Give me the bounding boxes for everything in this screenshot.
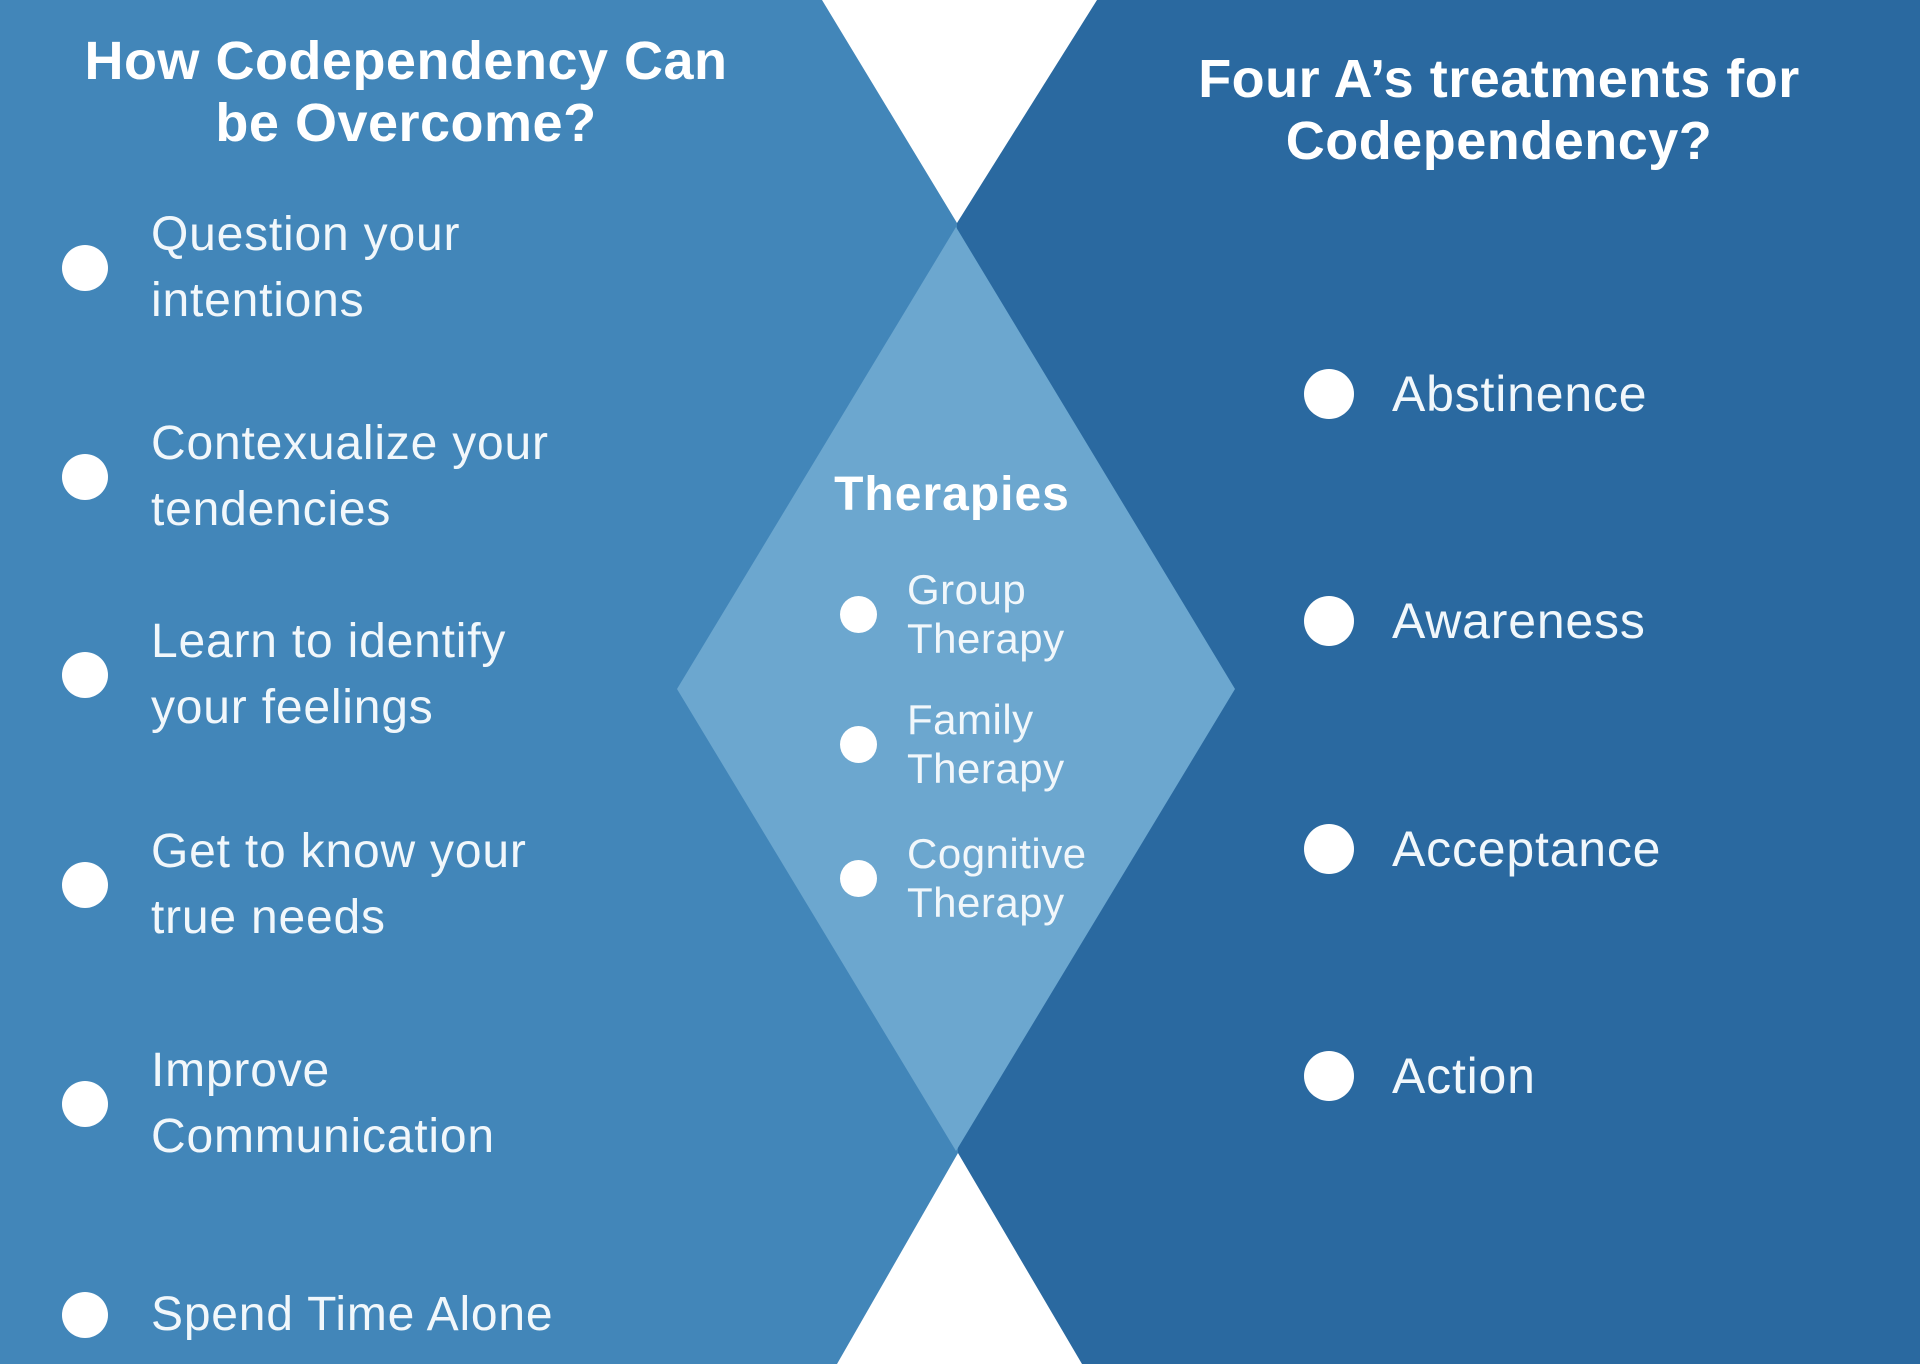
bullet-icon [1304, 824, 1354, 874]
list-item-label: Awareness [1392, 593, 1646, 649]
list-item-label: Acceptance [1392, 821, 1662, 877]
right-panel-shape [957, 0, 1920, 1364]
bullet-icon [1304, 369, 1354, 419]
bullet-icon [1304, 596, 1354, 646]
list-item: Get to know your true needs [62, 819, 622, 951]
bullet-icon [840, 725, 877, 763]
list-item-label: Get to know your true needs [151, 825, 527, 944]
bullet-icon [62, 245, 108, 291]
list-item: Improve Communication [62, 1038, 622, 1170]
center-diamond-shape [677, 227, 1235, 1151]
bullet-icon [840, 595, 877, 633]
right-panel-title: Four A’s treatments for Codependency? [1198, 49, 1800, 171]
list-item: Spend Time Alone [62, 1282, 622, 1348]
list-item-label: Contexualize your tendencies [151, 417, 549, 536]
bullet-icon [62, 652, 108, 698]
bullet-icon [1304, 1051, 1354, 1101]
list-item-label: Abstinence [1392, 366, 1648, 422]
list-item-label: Cognitive Therapy [907, 830, 1087, 926]
bullet-icon [62, 862, 108, 908]
list-item-label: Improve Communication [151, 1044, 495, 1163]
list-item-label: Learn to identify your feelings [151, 615, 507, 734]
bullet-icon [62, 1292, 108, 1338]
bullet-icon [62, 1081, 108, 1127]
list-item-label: Action [1392, 1048, 1536, 1104]
list-item: Group Therapy [840, 565, 1170, 663]
list-item: Abstinence [1304, 361, 1824, 427]
list-item: Awareness [1304, 588, 1824, 654]
list-item-label: Spend Time Alone [151, 1288, 554, 1341]
list-item-label: Question your intentions [151, 208, 461, 327]
list-item: Learn to identify your feelings [62, 609, 622, 741]
list-item: Question your intentions [62, 202, 622, 334]
diamond-title: Therapies [834, 468, 1070, 521]
list-item: Action [1304, 1043, 1824, 1109]
list-item-label: Group Therapy [907, 566, 1065, 662]
bullet-icon [840, 859, 877, 897]
list-item: Contexualize your tendencies [62, 411, 622, 543]
left-panel-shape [0, 0, 958, 1364]
list-item: Acceptance [1304, 816, 1824, 882]
list-item-label: Family Therapy [907, 696, 1065, 792]
list-item: Cognitive Therapy [840, 829, 1170, 927]
list-item: Family Therapy [840, 695, 1170, 793]
bullet-icon [62, 454, 108, 500]
left-panel-title: How Codependency Can be Overcome? [84, 31, 728, 153]
